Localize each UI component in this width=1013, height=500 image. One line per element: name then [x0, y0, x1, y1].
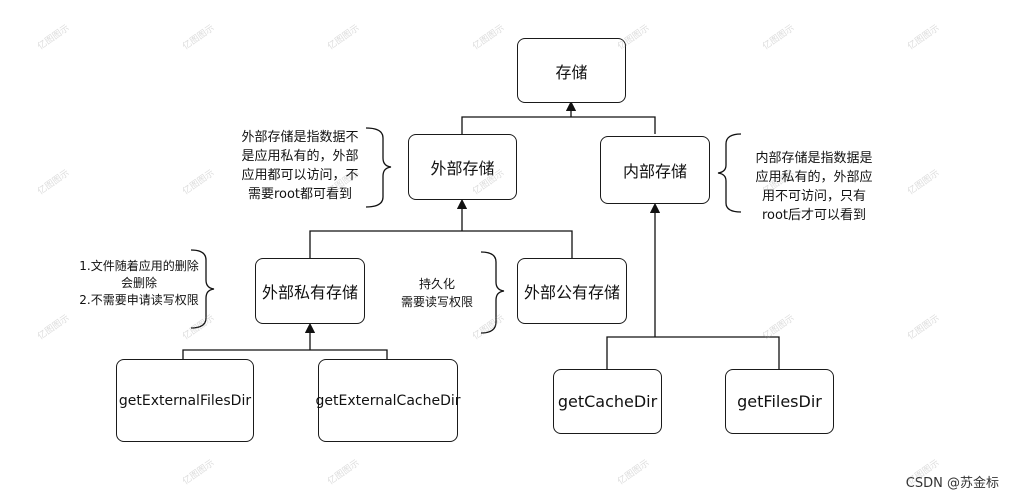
brace-external-note: [365, 127, 392, 208]
note-line: 2.不需要申请读写权限: [79, 293, 199, 307]
note-line: 外部存储是指数据不: [241, 130, 359, 145]
node-storage: 存储: [517, 38, 626, 103]
node-get-external-cache-dir: getExternalCacheDir: [315, 359, 461, 442]
note-line: 应用私有的，外部应: [755, 170, 873, 185]
brace-private-note: [190, 249, 215, 329]
node-internal-storage: 内部存储: [600, 136, 710, 204]
node-get-files-dir: getFilesDir: [725, 369, 834, 434]
note-line: 1.文件随着应用的删除: [79, 259, 199, 273]
node-get-cache-dir: getCacheDir: [553, 369, 662, 434]
note-line: 内部存储是指数据是: [755, 151, 873, 166]
note-line: 应用都可以访问，不: [241, 168, 359, 183]
note-line: 需要root都可看到: [247, 187, 353, 202]
node-external-private: 外部私有存储: [255, 258, 365, 324]
note-external-storage: 外部存储是指数据不 是应用私有的，外部 应用都可以访问，不 需要root都可看到: [236, 128, 364, 204]
connector-external: [309, 230, 573, 258]
brace-public-note: [480, 251, 505, 334]
note-line: 持久化: [418, 277, 455, 291]
note-internal-storage: 内部存储是指数据是 应用私有的，外部应 用不可访问，只有 root后才可以看到: [750, 149, 878, 225]
connector-internal: [606, 336, 780, 369]
note-line: 是应用私有的，外部: [241, 149, 359, 164]
note-line: 用不可访问，只有: [761, 189, 866, 204]
connector-private: [182, 349, 388, 359]
node-external-public: 外部公有存储: [517, 258, 627, 324]
brace-internal-note: [717, 133, 742, 213]
node-external-storage: 外部存储: [408, 134, 517, 200]
note-line: root后才可以看到: [761, 208, 867, 223]
node-get-external-files-dir: getExternalFilesDir: [116, 359, 254, 442]
note-external-private: 1.文件随着应用的删除 会删除 2.不需要申请读写权限: [68, 258, 210, 309]
note-line: 需要读写权限: [400, 295, 473, 309]
note-line: 会删除: [120, 276, 157, 290]
connector-storage: [461, 116, 656, 134]
footer-credit: CSDN @苏金标: [905, 476, 999, 491]
note-external-public: 持久化 需要读写权限: [392, 275, 482, 311]
